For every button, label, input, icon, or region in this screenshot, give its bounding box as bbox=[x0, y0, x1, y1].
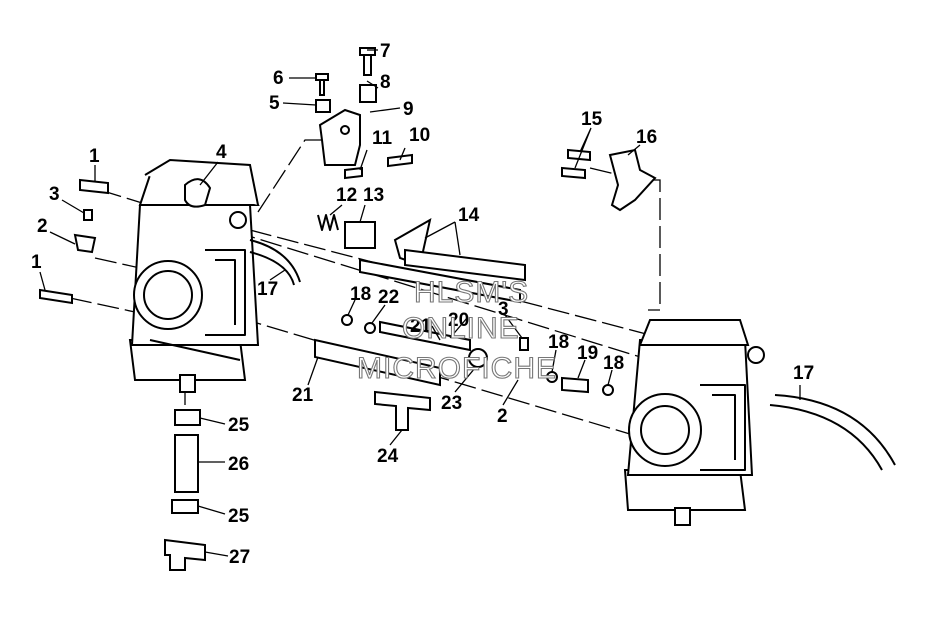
leader-lines bbox=[39, 49, 801, 557]
clamp-part-25-upper bbox=[174, 409, 201, 426]
screw-part-3-right bbox=[519, 337, 529, 351]
callout-3-left: 3 bbox=[49, 184, 60, 205]
tee-fitting-part-24 bbox=[374, 390, 431, 431]
callout-18-left: 18 bbox=[350, 284, 371, 305]
rod-part-21-upper bbox=[359, 258, 521, 304]
callout-1-upper: 1 bbox=[89, 146, 100, 167]
screw-part-6 bbox=[315, 73, 329, 96]
callout-7: 7 bbox=[380, 41, 391, 62]
right-carburetor bbox=[623, 319, 765, 526]
callout-18-mid: 18 bbox=[548, 332, 569, 353]
fitting-part-23 bbox=[468, 348, 488, 368]
callout-11: 11 bbox=[372, 128, 393, 149]
screw-part-15-lower bbox=[561, 166, 586, 180]
washer-part-22 bbox=[364, 322, 376, 334]
callout-2-left: 2 bbox=[37, 216, 48, 237]
watermark: HLSM'S ONLINE MICROFICHE bbox=[356, 275, 557, 385]
callout-19: 19 bbox=[577, 343, 598, 364]
callout-labels: 1 1 2 2 3 3 4 5 6 7 8 9 10 11 12 13 14 1… bbox=[31, 41, 814, 568]
callout-8: 8 bbox=[380, 72, 391, 93]
screw-part-15-upper bbox=[567, 148, 591, 162]
hose-part-26 bbox=[174, 434, 199, 493]
callout-26: 26 bbox=[228, 454, 249, 475]
callout-16: 16 bbox=[636, 127, 657, 148]
callout-15: 15 bbox=[581, 109, 603, 130]
callout-18-right: 18 bbox=[603, 353, 624, 374]
shaft-part-14 bbox=[404, 248, 526, 282]
screw-part-11 bbox=[344, 166, 363, 180]
callout-17-right: 17 bbox=[793, 363, 814, 384]
callout-1-lower: 1 bbox=[31, 252, 42, 273]
hose-part-17-right bbox=[769, 394, 896, 471]
callout-3-right: 3 bbox=[498, 299, 509, 320]
spring-part-12 bbox=[317, 214, 339, 231]
callout-21-lower: 21 bbox=[292, 385, 314, 406]
throttle-linkage-bracket-group bbox=[315, 47, 413, 180]
callout-10: 10 bbox=[409, 125, 430, 146]
callout-27: 27 bbox=[229, 547, 250, 568]
screw-part-10 bbox=[387, 153, 413, 168]
callout-23: 23 bbox=[441, 393, 462, 414]
callout-5: 5 bbox=[269, 93, 280, 114]
tee-fitting-part-27 bbox=[164, 538, 206, 571]
washer-part-5 bbox=[315, 99, 331, 113]
callout-6: 6 bbox=[273, 68, 284, 89]
callout-12: 12 bbox=[336, 185, 357, 206]
watermark-line-3: MICROFICHE bbox=[357, 352, 557, 385]
callout-17-left: 17 bbox=[257, 279, 278, 300]
callout-22: 22 bbox=[378, 287, 399, 308]
screw-part-3-left bbox=[83, 209, 93, 221]
screw-part-1-upper bbox=[79, 178, 109, 195]
bracket-part-9 bbox=[318, 108, 361, 166]
callout-20: 20 bbox=[448, 310, 469, 331]
clip-part-2-left bbox=[73, 233, 97, 254]
screw-part-1-lower bbox=[39, 288, 73, 305]
callout-21-upper: 21 bbox=[410, 316, 432, 337]
throttle-cam-part-4 bbox=[184, 178, 212, 208]
callout-13: 13 bbox=[363, 185, 384, 206]
spring-part-8 bbox=[359, 84, 377, 103]
callout-25-lower: 25 bbox=[228, 506, 250, 527]
washer-part-18-right bbox=[602, 384, 614, 396]
callout-14: 14 bbox=[458, 205, 480, 226]
sleeve-part-13 bbox=[344, 221, 376, 249]
washer-part-18-left bbox=[341, 314, 353, 326]
hose-part-17-left bbox=[249, 239, 301, 286]
rod-part-20 bbox=[379, 320, 471, 352]
watermark-line-1: HLSM'S bbox=[414, 276, 529, 309]
watermark-line-2: ONLINE bbox=[402, 312, 520, 345]
callout-2-right: 2 bbox=[497, 406, 508, 427]
callout-9: 9 bbox=[403, 99, 414, 120]
screw-part-7 bbox=[359, 47, 376, 76]
rod-part-21-lower bbox=[314, 338, 441, 387]
clamp-part-25-lower bbox=[171, 499, 199, 514]
callout-25-upper: 25 bbox=[228, 415, 250, 436]
callout-4: 4 bbox=[216, 142, 227, 163]
callout-24: 24 bbox=[377, 446, 399, 467]
spring-part-19 bbox=[561, 376, 589, 394]
bracket-part-16 bbox=[608, 148, 657, 212]
